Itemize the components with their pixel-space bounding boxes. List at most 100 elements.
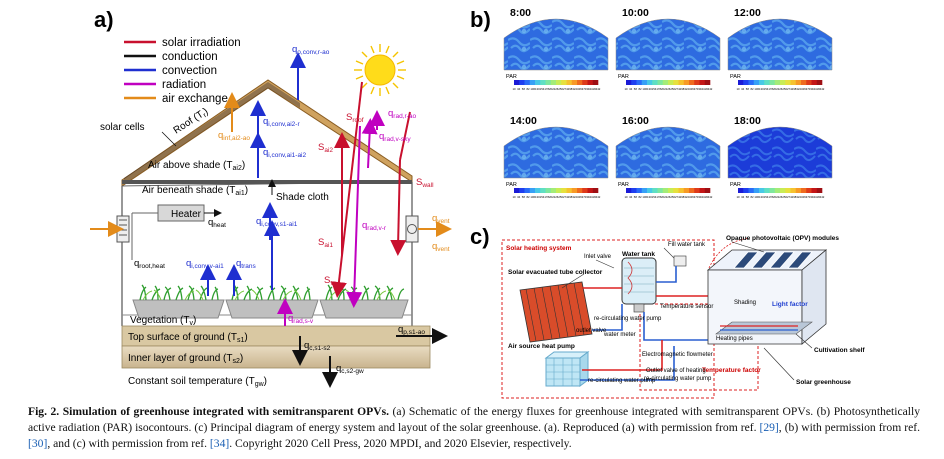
colorbar-tick-label: 82 (638, 87, 642, 91)
flux-q-rad-v-sky: qrad,v-sky (379, 131, 411, 143)
colorbar-tick-label: 394 (586, 195, 591, 199)
colorbar-tick-label: 34 (741, 87, 745, 91)
right-vent-icon (405, 215, 419, 243)
colorbar-swatch (753, 188, 760, 193)
colorbar-tick-label: 130 (535, 195, 540, 199)
colorbar-tick-label: 226 (554, 87, 559, 91)
caption-ref-29[interactable]: [29] (759, 421, 779, 434)
colorbar-swatch (704, 188, 711, 193)
par-colorbar-label: PAR (730, 182, 741, 188)
constant-soil-label: Constant soil temperature (Tgw) (128, 376, 267, 388)
flux-q-p-s1-ao: qp,s1-ao (398, 324, 425, 336)
caption-end: . Copyright 2020 Cell Press, 2020 MPDI, … (229, 437, 572, 450)
air-source-heat-pump-label: Air source heat pump (508, 343, 575, 350)
colorbar-tick-label: 10 (736, 195, 740, 199)
legend-convection: convection (162, 65, 217, 77)
air-beneath-shade-label: Air beneath shade (Tai1) (142, 185, 248, 197)
colorbar-swatch (647, 188, 653, 193)
colorbar-tick-label: 178 (544, 195, 549, 199)
colorbar-tick-label: 202 (549, 195, 554, 199)
flux-q-rad-s-v: qrad,s-v (288, 313, 314, 325)
colorbar-swatch (577, 80, 583, 85)
colorbar-swatch (748, 188, 755, 193)
heater-label: Heater (171, 209, 202, 220)
water-meter-label: water meter (603, 332, 636, 338)
figure-caption: Fig. 2. Simulation of greenhouse integra… (28, 404, 920, 452)
colorbar-swatch (587, 188, 594, 193)
colorbar-swatch (540, 80, 546, 85)
colorbar-swatch (657, 80, 664, 85)
colorbar-tick-label: 274 (787, 195, 792, 199)
vegetation-label: Vegetation (Tv) (130, 315, 196, 327)
colorbar-tick-label: 154 (764, 195, 769, 199)
colorbar-swatch (764, 188, 770, 193)
colorbar-tick-label: 130 (759, 87, 764, 91)
colorbar-tick-label: 346 (689, 195, 694, 199)
colorbar-swatch (774, 188, 781, 193)
light-factor-label: Light factor (772, 301, 808, 308)
colorbar-tick-label: 442 (708, 87, 713, 91)
colorbar-tick-label: 34 (517, 195, 521, 199)
colorbar-tick-label: 178 (656, 195, 661, 199)
par-map-time-label: 16:00 (622, 115, 649, 127)
colorbar-swatch (571, 80, 578, 85)
colorbar-tick-label: 370 (694, 87, 699, 91)
colorbar-swatch (811, 80, 818, 85)
outlet-valve-heating-label: Outlet valve of heating (646, 368, 706, 374)
colorbar-swatch (662, 80, 669, 85)
colorbar-tick-label: 298 (680, 195, 685, 199)
fill-water-tank-label: Fill water tank (668, 242, 706, 248)
legend-air-exchange: air exchange (162, 93, 228, 105)
colorbar-tick-label: 202 (661, 195, 666, 199)
flux-q-vent-2: qvent (432, 241, 450, 253)
caption-ref-30[interactable]: [30] (28, 437, 48, 450)
colorbar-tick-label: 250 (558, 195, 563, 199)
flux-q-rad-r-ao: qrad,r-ao (388, 108, 416, 120)
temperature-factor-box (639, 303, 759, 391)
inlet-valve-label: Inlet valve (584, 254, 612, 260)
flux-s-ai2: Sai2 (318, 142, 333, 154)
colorbar-tick-label: 226 (666, 195, 671, 199)
colorbar-tick-label: 418 (591, 195, 596, 199)
colorbar-swatch (636, 188, 643, 193)
colorbar-swatch (529, 80, 536, 85)
colorbar-swatch (561, 188, 567, 193)
caption-ref-34[interactable]: [34] (209, 437, 230, 450)
colorbar-tick-label: 154 (540, 87, 545, 91)
solar-cells-pointer (161, 131, 177, 147)
colorbar-tick-label: 154 (652, 195, 657, 199)
sun-icon (354, 44, 406, 96)
colorbar-tick-label: 202 (549, 87, 554, 91)
outlet-valve-label: outlet valve (576, 328, 607, 334)
colorbar-swatch (785, 80, 791, 85)
collector-label: Solar evacuated tube collector (508, 269, 603, 276)
colorbar-swatch (673, 80, 679, 85)
colorbar-tick-label: 10 (624, 195, 628, 199)
colorbar-swatch (790, 80, 797, 85)
colorbar-swatch (683, 80, 690, 85)
colorbar-tick-label: 178 (544, 87, 549, 91)
flux-q-heat: qheat (208, 217, 226, 229)
par-colorbar-label: PAR (506, 182, 517, 188)
flux-q-rad-v-r: qrad,v-r (362, 220, 387, 232)
colorbar-tick-label: 394 (698, 87, 703, 91)
colorbar-tick-label: 58 (746, 87, 750, 91)
colorbar-tick-label: 418 (815, 87, 820, 91)
colorbar-tick-label: 370 (806, 195, 811, 199)
colorbar-swatch (626, 80, 632, 85)
colorbar-tick-label: 10 (736, 87, 740, 91)
colorbar-tick-label: 226 (778, 87, 783, 91)
colorbar-tick-label: 58 (522, 87, 526, 91)
colorbar-tick-label: 274 (675, 195, 680, 199)
colorbar-tick-label: 250 (670, 195, 675, 199)
colorbar-swatch (801, 188, 807, 193)
panel-a-label: a) (94, 7, 114, 32)
colorbar-swatch (524, 80, 531, 85)
par-colorbar-label: PAR (618, 74, 629, 80)
colorbar-swatch (774, 80, 781, 85)
water-tank-icon (621, 257, 657, 313)
panel-a-diagram: a) solar irradiation conduction convecti… (90, 7, 452, 388)
colorbar-tick-label: 418 (703, 87, 708, 91)
